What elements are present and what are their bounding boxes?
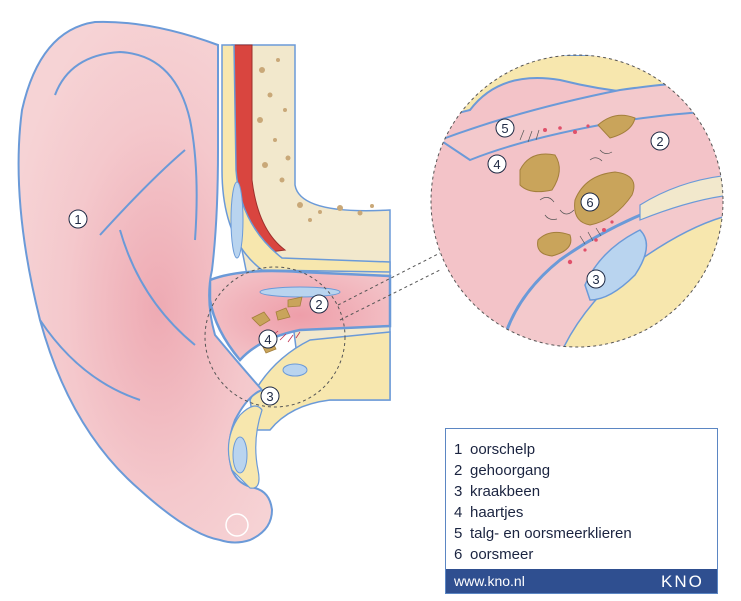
svg-text:5: 5 (501, 121, 508, 136)
svg-text:4: 4 (493, 157, 500, 172)
helix-fold (54, 50, 198, 241)
legend-footer: www.kno.nl KNO (446, 569, 717, 593)
zoom-connector-bottom (339, 269, 441, 321)
cartilage-lower (249, 331, 391, 431)
marker-2-zoom: 2 (650, 131, 670, 151)
website-link[interactable]: www.kno.nl (454, 573, 525, 589)
fluid-pocket-lobe (232, 436, 248, 474)
zoom-detail (431, 55, 723, 347)
marker-3-zoom: 3 (586, 269, 606, 289)
kno-logo: KNO (661, 572, 704, 591)
marker-3-small: 3 (260, 386, 280, 406)
svg-text:2: 2 (315, 297, 322, 312)
watermark-symbol (225, 513, 249, 537)
pinna (17, 20, 274, 544)
detail-outline-small (204, 266, 346, 408)
fluid-pocket-upper (230, 181, 244, 259)
svg-text:2: 2 (656, 134, 663, 149)
fluid-pocket-mid (259, 286, 341, 298)
fluid-pocket-lower (282, 363, 308, 377)
marker-2-small: 2 (309, 294, 329, 314)
svg-text:6: 6 (586, 195, 593, 210)
marker-6-zoom: 6 (580, 192, 600, 212)
svg-text:3: 3 (592, 272, 599, 287)
svg-text:3: 3 (266, 389, 273, 404)
svg-text:1: 1 (74, 212, 81, 227)
canal-hairs (271, 330, 301, 343)
antihelix-fold (39, 149, 196, 401)
marker-5-zoom: 5 (495, 118, 515, 138)
marker-1: 1 (68, 209, 88, 229)
detail-outline-zoom (430, 54, 724, 348)
logo-text: KNO (661, 572, 704, 591)
marker-4-small: 4 (258, 329, 278, 349)
svg-text:4: 4 (264, 332, 271, 347)
marker-4-zoom: 4 (487, 154, 507, 174)
zoom-connector-top (337, 252, 441, 306)
